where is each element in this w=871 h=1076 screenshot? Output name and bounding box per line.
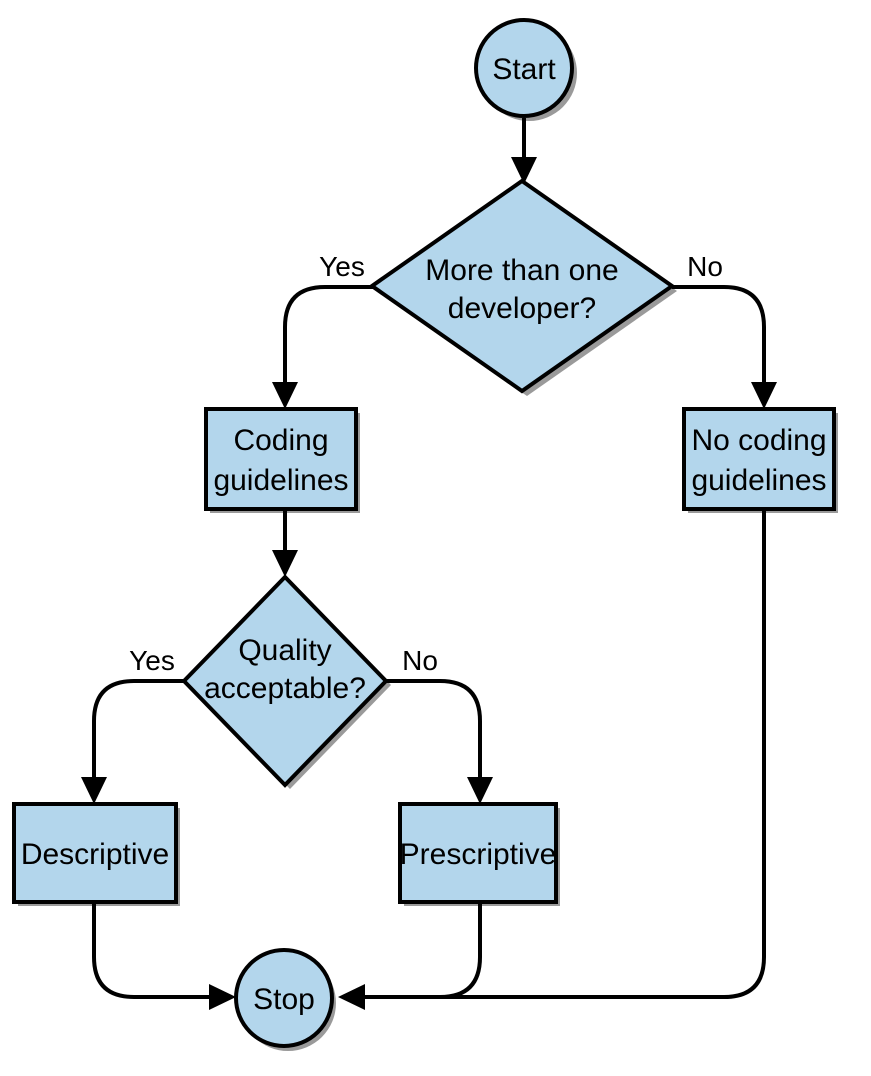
connector-quality-yes xyxy=(92,679,186,780)
decision-quality-line2: acceptable? xyxy=(204,672,366,705)
connector-quality-no xyxy=(385,679,482,780)
edge-label-developers-no: No xyxy=(687,251,723,282)
connector-no-guidelines-to-stop xyxy=(362,508,766,999)
node-prescriptive: Prescriptive xyxy=(398,802,558,904)
arrowheads xyxy=(81,157,777,1010)
node-stop: Stop xyxy=(234,948,334,1048)
node-start: Start xyxy=(474,18,574,118)
edge-label-quality-no: No xyxy=(402,645,438,676)
arrowhead-left-icon xyxy=(338,984,365,1010)
arrowhead-down-icon xyxy=(272,550,298,577)
decision-quality-line1: Quality xyxy=(238,634,331,667)
arrowhead-down-icon xyxy=(751,382,777,409)
arrowhead-down-icon xyxy=(81,777,107,804)
arrowhead-right-icon xyxy=(209,984,236,1010)
connector-descriptive-to-stop xyxy=(92,903,212,999)
node-coding-guidelines: Coding guidelines xyxy=(204,407,358,511)
coding-guidelines-line1: Coding xyxy=(233,424,328,457)
node-stop-label: Stop xyxy=(253,983,315,1016)
edge-label-developers-yes: Yes xyxy=(319,251,365,282)
node-no-coding-guidelines: No coding guidelines xyxy=(682,407,836,511)
arrowhead-down-icon xyxy=(511,157,537,184)
descriptive-label: Descriptive xyxy=(21,838,169,871)
no-coding-guidelines-line2: guidelines xyxy=(691,464,826,497)
node-start-label: Start xyxy=(492,53,556,86)
decision-developers-line2: developer? xyxy=(448,292,596,325)
connectors xyxy=(92,118,766,999)
arrowhead-down-icon xyxy=(467,777,493,804)
no-coding-guidelines-line1: No coding xyxy=(691,424,826,457)
coding-guidelines-line2: guidelines xyxy=(213,464,348,497)
node-decision-developers: More than one developer? xyxy=(368,178,676,394)
connector-decision-yes xyxy=(283,285,374,385)
prescriptive-label: Prescriptive xyxy=(400,838,557,871)
edge-label-quality-yes: Yes xyxy=(129,645,175,676)
decision-developers-line1: More than one xyxy=(425,254,618,287)
node-descriptive: Descriptive xyxy=(12,802,178,904)
arrowhead-down-icon xyxy=(272,382,298,409)
node-decision-quality: Quality acceptable? xyxy=(181,574,389,788)
connector-decision-no xyxy=(672,285,766,385)
connector-prescriptive-to-stop xyxy=(362,903,482,999)
edge-labels: Yes No Yes No xyxy=(129,251,723,676)
